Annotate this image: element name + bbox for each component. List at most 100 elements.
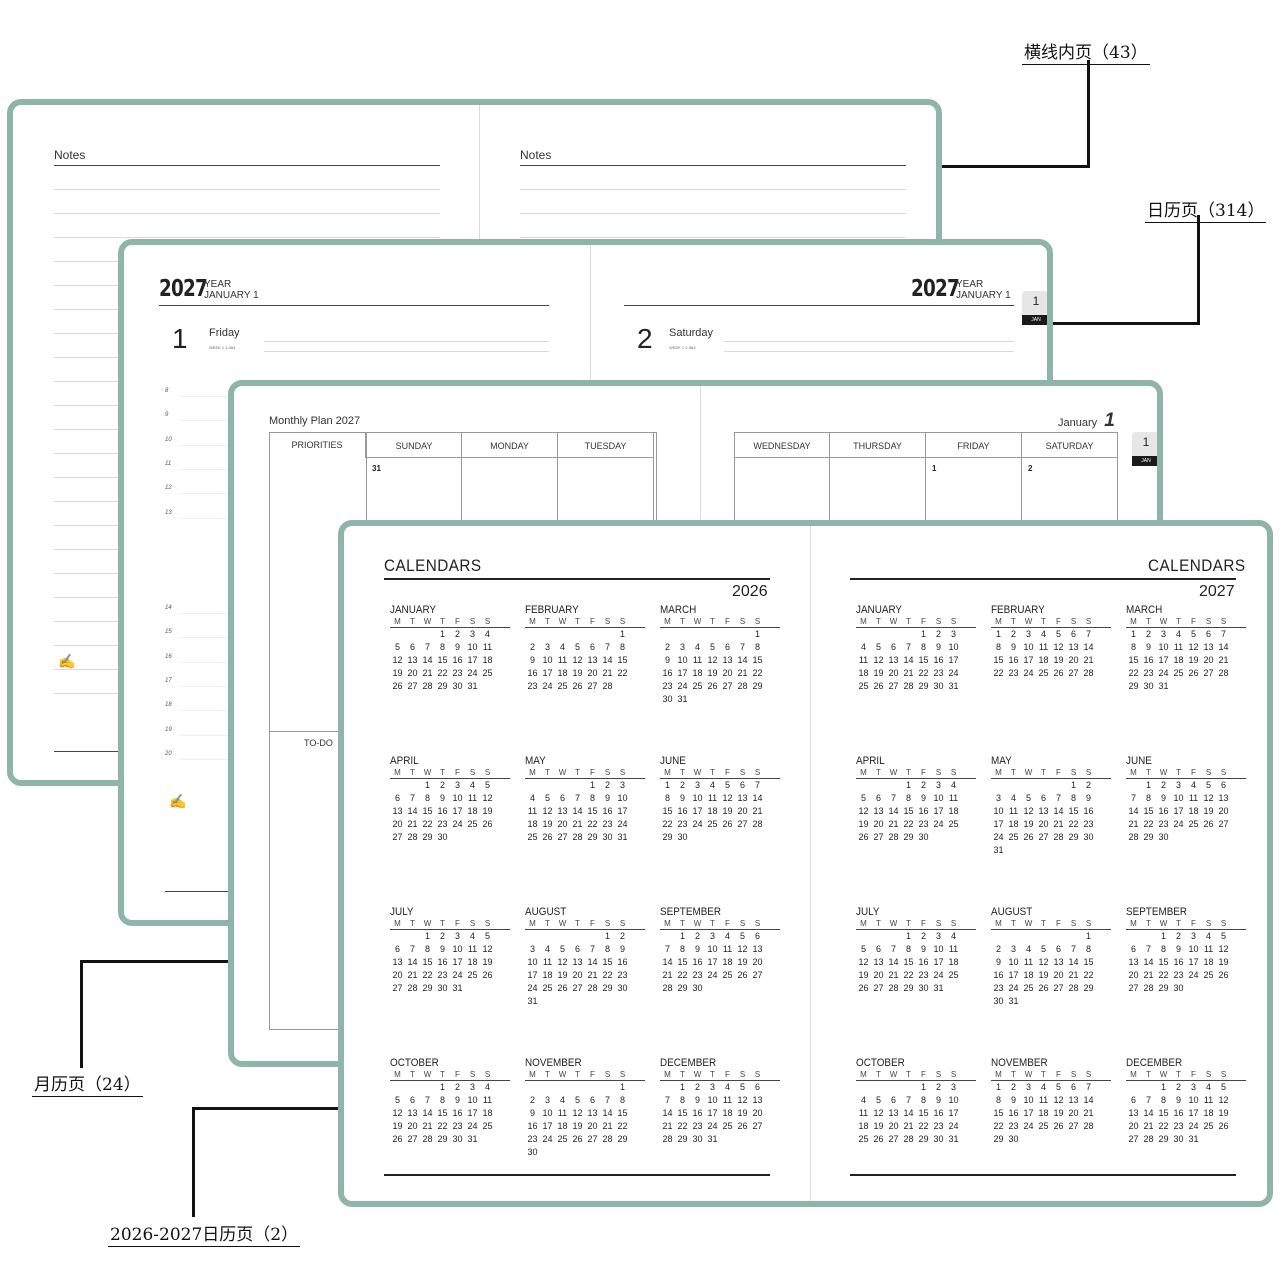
calendar-day: 3: [454, 931, 460, 941]
calendar-day: 1: [754, 629, 760, 639]
month-name: NOVEMBER: [991, 1057, 1048, 1069]
calendar-day: [555, 1146, 570, 1159]
monthly-month-tab[interactable]: 1 JAN: [1132, 432, 1157, 466]
calendar-day: 19: [557, 970, 568, 980]
calendar-day: 10: [707, 1095, 718, 1105]
daily-month-tab[interactable]: 1 JAN: [1022, 291, 1047, 325]
calendar-day: 16: [1158, 806, 1169, 816]
weekday-letter: F: [590, 768, 595, 777]
weekday-letter: S: [619, 768, 626, 777]
calendar-day: 12: [1188, 642, 1199, 652]
calendar-day: 1: [1160, 931, 1166, 941]
calendar-day: 31: [993, 845, 1004, 855]
calendar-day: 2: [694, 1082, 700, 1092]
calendar-day: 23: [452, 668, 463, 678]
weekday-letter: M: [664, 1070, 671, 1079]
calendar-day: 12: [1038, 957, 1049, 967]
calendar-day: 20: [888, 668, 899, 678]
day-cell[interactable]: [830, 458, 926, 528]
todo-divider: [269, 731, 366, 732]
weekday-letter: S: [950, 768, 957, 777]
calendar-day: 26: [1053, 668, 1064, 678]
calendars-left-year: 2026: [732, 583, 768, 600]
calendar-day: 7: [905, 1095, 911, 1105]
calendar-day: 13: [1128, 957, 1139, 967]
calendar-day: [886, 930, 901, 943]
day-cell[interactable]: [1022, 458, 1118, 528]
calendar-day: 15: [993, 655, 1004, 665]
calendar-day: [1021, 995, 1036, 1008]
calendar-day: 17: [542, 668, 553, 678]
calendar-day: 13: [1068, 1095, 1079, 1105]
calendar-day: 15: [662, 806, 673, 816]
notes-right-rule: [520, 165, 906, 166]
weekday-letter: F: [725, 919, 730, 928]
calendar-day: [1171, 680, 1186, 693]
day-cell[interactable]: [926, 458, 1022, 528]
weekday-letter: S: [739, 768, 746, 777]
monthly-title: Monthly Plan 2027: [269, 415, 361, 427]
weekday-letter: M: [995, 768, 1002, 777]
calendar-day: [946, 982, 961, 995]
calendar-day: 21: [903, 668, 914, 678]
month-label-text: JANUARY 1: [204, 290, 259, 301]
calendar-day: 5: [394, 642, 400, 652]
calendar-day: 3: [1190, 931, 1196, 941]
weekday-letter: T: [710, 768, 715, 777]
calendar-day: 26: [392, 1134, 403, 1144]
day-cell[interactable]: [366, 458, 462, 528]
calendar-day: [735, 982, 750, 995]
calendar-day: 4: [484, 1082, 490, 1092]
calendar-day: 24: [677, 681, 688, 691]
calendar-day: 22: [422, 819, 433, 829]
calendar-day: 21: [662, 970, 673, 980]
weekday-letter: W: [1159, 768, 1168, 777]
calendar-day: 14: [602, 1108, 613, 1118]
calendar-day: 20: [1218, 806, 1229, 816]
calendar-day: 17: [1188, 1108, 1199, 1118]
calendar-day: 11: [1038, 1095, 1049, 1105]
day-cell[interactable]: [734, 458, 830, 528]
calendar-day: 10: [677, 655, 688, 665]
calendar-day: 27: [722, 681, 733, 691]
calendar-day: 27: [572, 983, 583, 993]
calendar-day: [1066, 930, 1081, 943]
todo-header: TO-DO: [304, 738, 333, 748]
calendar-day: 23: [692, 1121, 703, 1131]
calendar-day: 22: [662, 819, 673, 829]
calendar-day: 12: [392, 655, 403, 665]
weekday-letter: W: [423, 768, 432, 777]
calendar-day: 5: [724, 780, 730, 790]
calendar-day: 24: [452, 970, 463, 980]
calendar-day: 10: [1008, 957, 1019, 967]
calendar-day: 29: [1068, 832, 1079, 842]
calendar-day: [1186, 982, 1201, 995]
calendar-day: 18: [1173, 655, 1184, 665]
calendar-day: 9: [1160, 793, 1166, 803]
calendar-day: 5: [1220, 931, 1226, 941]
weekday-letter: T: [1041, 919, 1046, 928]
calendar-day: 2: [935, 1082, 941, 1092]
calendar-day: 6: [409, 1095, 415, 1105]
calendar-day: 23: [662, 681, 673, 691]
weekday-letter: W: [1159, 1070, 1168, 1079]
day-cell[interactable]: [558, 458, 654, 528]
weekday-letter: T: [906, 768, 911, 777]
calendar-day: 24: [1008, 983, 1019, 993]
day-cell[interactable]: [462, 458, 558, 528]
calendar-day: 9: [995, 957, 1001, 967]
